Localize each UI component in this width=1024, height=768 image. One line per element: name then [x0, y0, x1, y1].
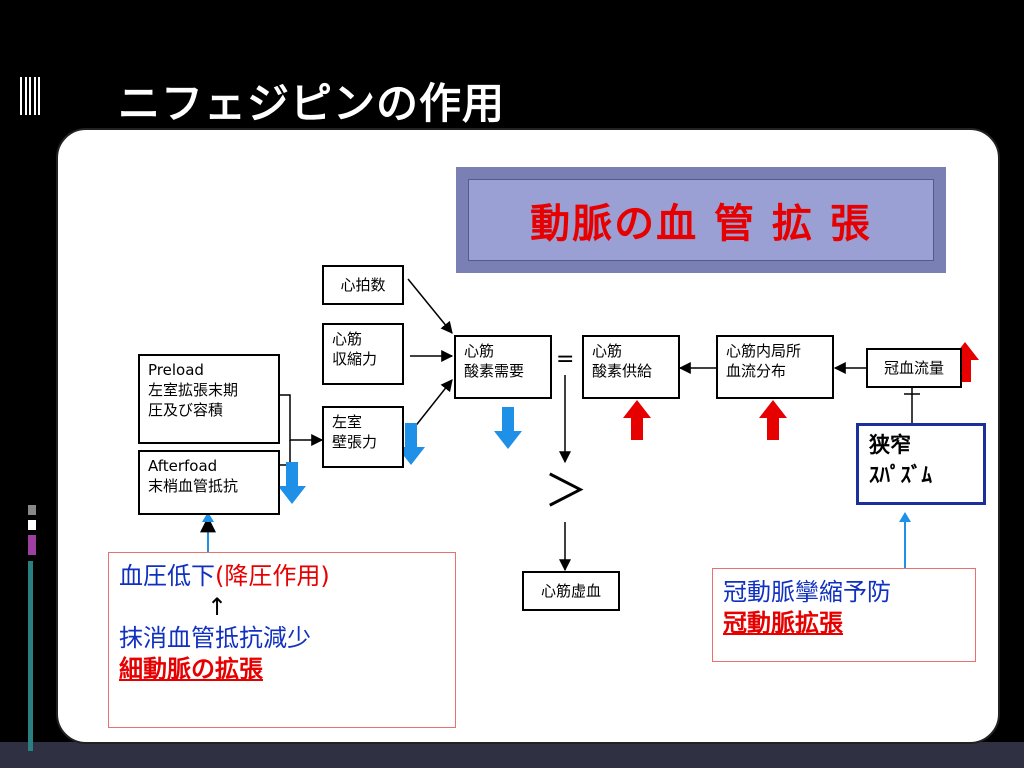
banner: 動脈の血 管 拡 張	[456, 167, 946, 273]
box-regional-flow: 心筋内局所 血流分布	[716, 335, 834, 399]
note-right-coronary-dilation: 冠動脈拡張	[723, 609, 843, 637]
slide-title: ニフェジピンの作用	[118, 79, 506, 128]
greater-than-sign: ＞	[544, 466, 588, 517]
note-right-spasm-prevention: 冠動脈攣縮予防	[723, 578, 891, 606]
note-left-up-arrow: ↑	[207, 593, 228, 621]
connector-heart-rate	[407, 278, 453, 334]
note-left-pointer-head	[202, 512, 214, 522]
note-left: 血圧低下(降圧作用) ↑ 抹消血管抵抗減少 細動脈の拡張	[108, 552, 456, 728]
box-o2-supply: 心筋 酸素供給	[582, 335, 680, 399]
box-afterload: Afterfoad 末梢血管抵抗	[138, 450, 280, 515]
up-arrow-regional-flow	[759, 400, 787, 440]
up-arrow-o2-supply	[623, 400, 651, 440]
banner-inner: 動脈の血 管 拡 張	[468, 179, 934, 261]
left-strip	[0, 0, 40, 768]
box-ischemia: 心筋虚血	[522, 571, 620, 611]
down-arrow-o2-demand	[494, 407, 522, 449]
box-o2-demand: 心筋 酸素需要	[454, 335, 552, 399]
box-contractility: 心筋 収縮力	[322, 323, 404, 385]
note-left-resistance: 抹消血管抵抗減少	[119, 624, 311, 652]
box-stenosis: 狭窄 ｽﾊﾟｽﾞﾑ	[856, 423, 986, 505]
left-strip-dark	[0, 0, 40, 768]
banner-text: 動脈の血 管 拡 張	[530, 201, 872, 247]
box-wall-tension: 左室 壁張力	[322, 406, 404, 468]
box-heart-rate: 心拍数	[322, 265, 404, 305]
connector-preload-afterload	[280, 394, 324, 446]
equals-sign: =	[556, 347, 575, 372]
down-arrow-afterload	[278, 462, 306, 504]
note-left-antihypertensive: (降圧作用)	[215, 562, 330, 590]
box-preload: Preload 左室拡張末期 圧及び容積	[138, 354, 280, 444]
bottom-band	[0, 742, 1024, 768]
note-left-arteriole-dilation: 細動脈の拡張	[119, 655, 263, 683]
note-left-bp-drop: 血圧低下	[119, 562, 215, 590]
box-coronary-flow: 冠血流量	[866, 348, 962, 388]
note-right: 冠動脈攣縮予防 冠動脈拡張	[712, 568, 976, 662]
note-right-pointer-head	[899, 512, 911, 522]
down-arrow-wall-tension	[397, 423, 425, 465]
decorative-bars	[20, 77, 40, 115]
